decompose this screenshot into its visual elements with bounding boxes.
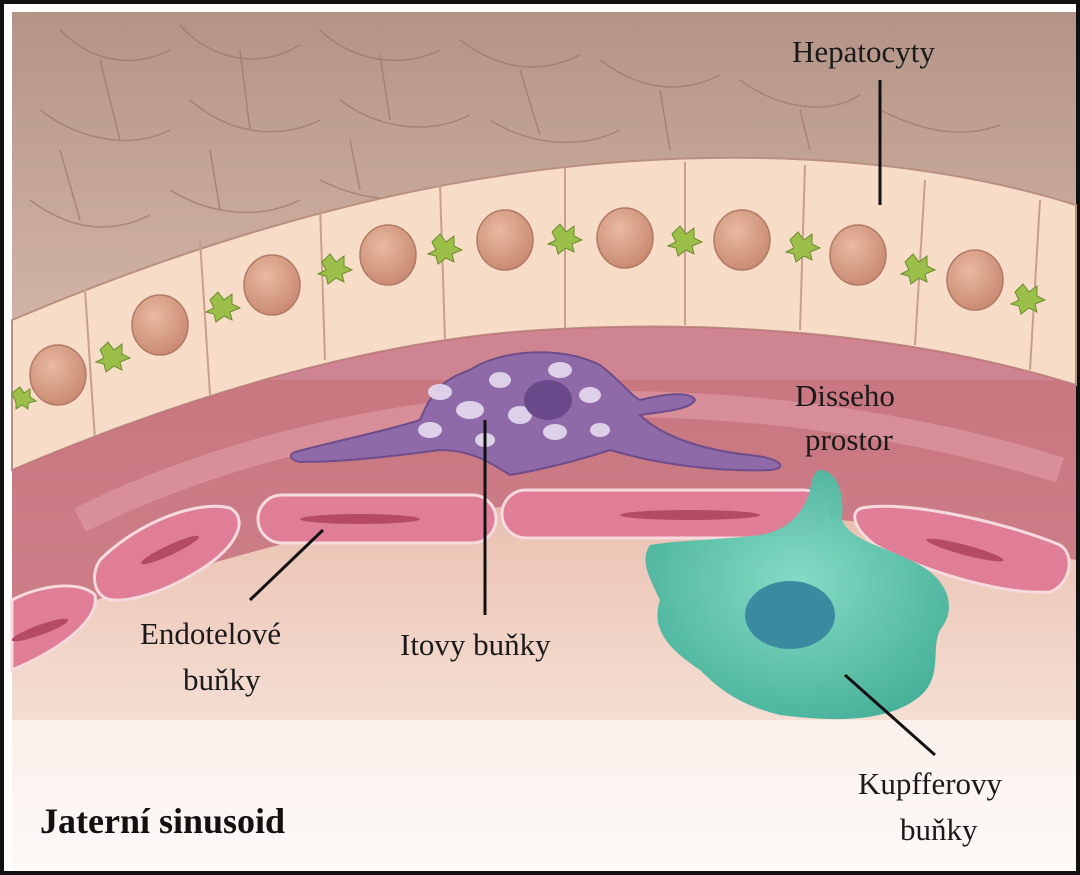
label-hepatocyty: Hepatocyty	[792, 34, 935, 70]
label-endotelove-line1: Endotelové	[140, 616, 281, 652]
label-kupfferovy-line2: buňky	[900, 812, 978, 848]
kupffer-nucleus	[745, 581, 835, 649]
diagram-title: Jaterní sinusoid	[40, 800, 285, 842]
label-endotelove-line2: buňky	[183, 662, 261, 698]
ito-nucleus	[524, 380, 572, 420]
label-kupfferovy-line1: Kupfferovy	[858, 766, 1002, 802]
label-disse-line1: Disseho	[795, 378, 895, 414]
label-disse-line2: prostor	[805, 422, 893, 458]
label-itovy-bunky: Itovy buňky	[400, 627, 551, 663]
